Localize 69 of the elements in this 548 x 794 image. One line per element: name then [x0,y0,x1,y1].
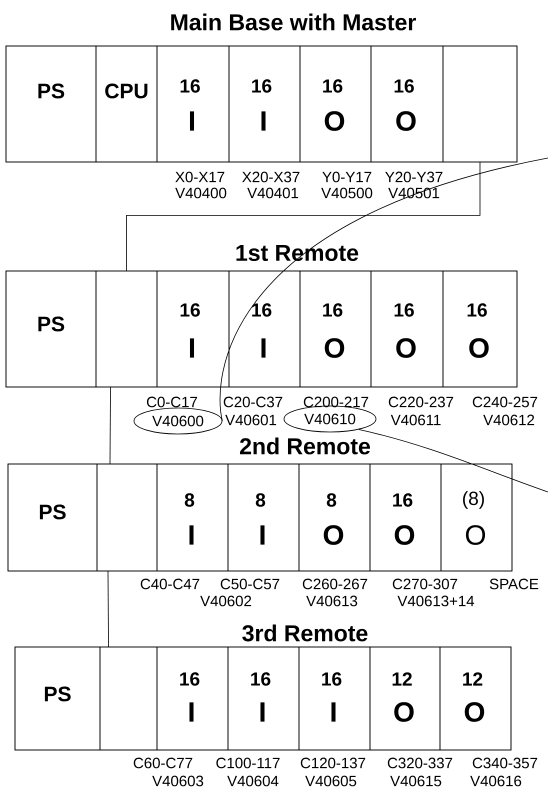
empty-slot [96,464,158,572]
module-slot: 16 O [300,270,372,388]
address-label: C270-307 [392,578,458,590]
address-label: C50-C57 [220,578,280,590]
address-label: C240-257 [472,396,538,408]
base-title: 3rd Remote [242,624,368,642]
address-label: X20-X37 [242,172,300,182]
address-label: V40603 [152,776,204,786]
address-label: C320-337 [388,758,452,768]
address-label: V40613 [306,596,358,606]
module-slot: 16 O [370,464,442,572]
module-slot: 16 O [442,270,518,388]
module-slot: CPU [96,46,158,162]
module-slot: 16 I [228,46,300,162]
empty-slot [442,46,518,162]
address-label: C200-217 [304,396,368,408]
cable-line [108,571,109,647]
address-label: V40601 [225,414,276,426]
module-slot: 16 O [300,46,372,162]
module-slot: PS [6,46,96,162]
address-label: Y0-Y17 [322,172,372,182]
address-label: V40602 [200,596,252,606]
leader-line [220,158,548,422]
module-slot: PS [14,646,100,750]
module-slot: PS [6,270,96,388]
address-label: V40605 [305,776,356,786]
module-slot: 12 O [370,646,440,750]
address-label: V40401 [247,188,298,198]
address-label: C340-357 [472,758,538,768]
module-slot: 16 I [298,646,370,750]
address-label: C60-C77 [134,758,192,768]
empty-slot [96,270,158,388]
address-label: V40611 [390,414,441,426]
address-label: C20-C37 [224,396,282,408]
address-label: C120-137 [300,758,366,768]
address-label: V40612 [483,414,534,426]
module-slot: PS [8,464,98,572]
address-label: Y20-Y37 [385,172,442,182]
module-slot: 16 I [156,270,230,388]
module-slot: 16 I [228,270,300,388]
module-slot: 16 I [156,646,228,750]
address-label: C100-117 [216,758,280,768]
module-slot: 16 O [370,270,444,388]
address-label: C40-C47 [140,578,200,590]
address-label: SPACE [490,578,538,590]
address-label: V40616 [470,776,522,786]
cable-line [110,387,111,464]
module-slot: 8 O [298,464,370,572]
empty-slot [100,646,158,750]
module-slot: 16 I [228,646,300,750]
module-slot: 12 O [440,646,512,750]
address-label: V40604 [227,776,278,786]
address-label: C0-C17 [146,396,198,408]
address-label: X0-X17 [175,172,224,182]
leader-line [358,429,548,492]
module-slot: 8 I [156,464,228,572]
cable-line [126,162,480,271]
module-slot: 16 I [156,46,230,162]
module-slot: 16 O [370,46,444,162]
base-title: Main Base with Master [171,14,416,30]
address-label: V40615 [390,776,442,786]
base-title: 2nd Remote [240,438,370,454]
address-label: C220-237 [388,396,454,408]
module-slot: 8 I [228,464,300,572]
address-label: V40613+14 [397,596,474,606]
address-label: V40400 [175,188,226,198]
address-label: V40500 [321,188,372,198]
module-slot: (8) O [440,464,512,572]
address-label: C260-267 [302,578,368,590]
